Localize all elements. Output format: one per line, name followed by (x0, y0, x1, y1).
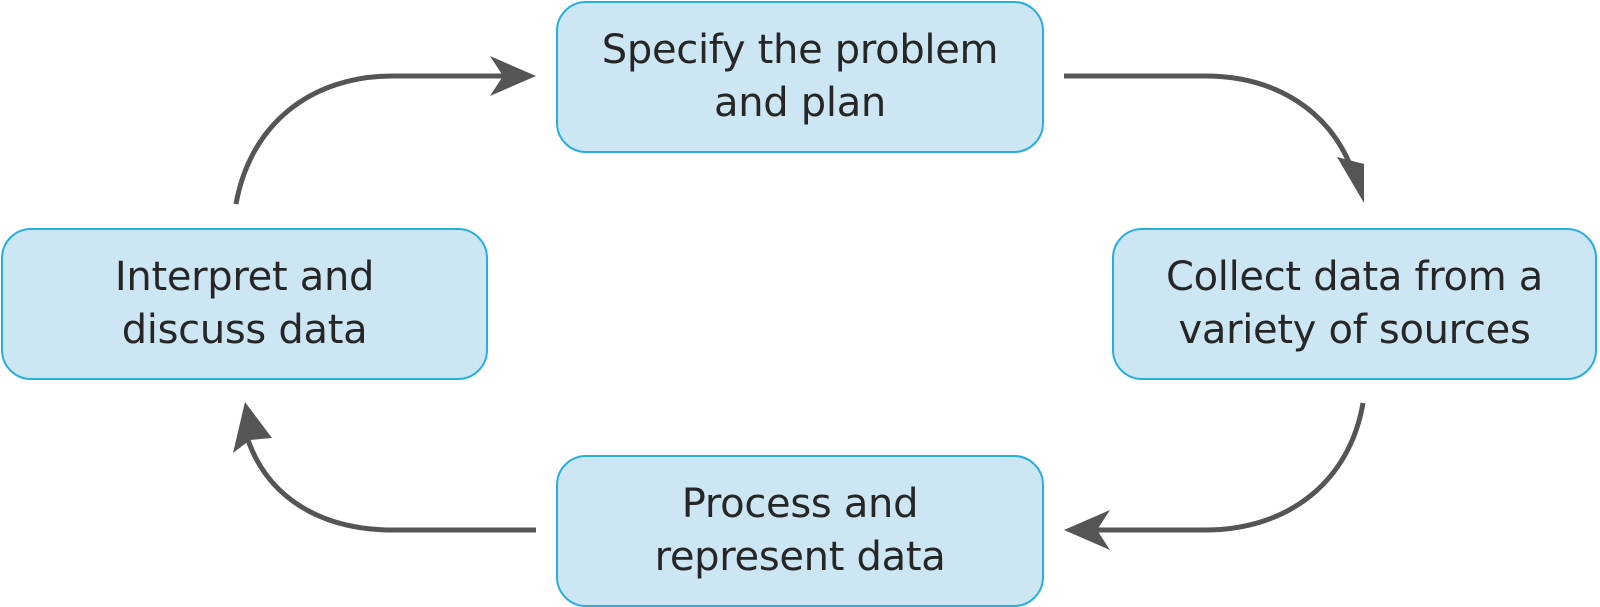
step-specify-line-1: Specify the problem (601, 27, 999, 73)
step-process-data: Process and represent data (556, 455, 1044, 607)
step-process-line-1: Process and (681, 481, 919, 527)
arrow-specify-to-collect (1064, 73, 1364, 203)
arrow-interpret-to-specify (233, 56, 536, 205)
step-interpret-line-1: Interpret and (114, 254, 375, 300)
step-collect-line-2: variety of sources (1178, 307, 1531, 353)
arrow-process-to-interpret (233, 402, 536, 533)
step-specify-problem: Specify the problem and plan (556, 1, 1044, 153)
step-collect-line-1: Collect data from a (1165, 254, 1544, 300)
step-collect-data: Collect data from a variety of sources (1112, 228, 1597, 380)
step-specify-line-2: and plan (714, 80, 886, 126)
arrow-collect-to-process (1064, 402, 1366, 550)
step-process-line-2: represent data (654, 534, 946, 580)
step-interpret-data: Interpret and discuss data (1, 228, 488, 380)
step-interpret-line-2: discuss data (121, 307, 368, 353)
